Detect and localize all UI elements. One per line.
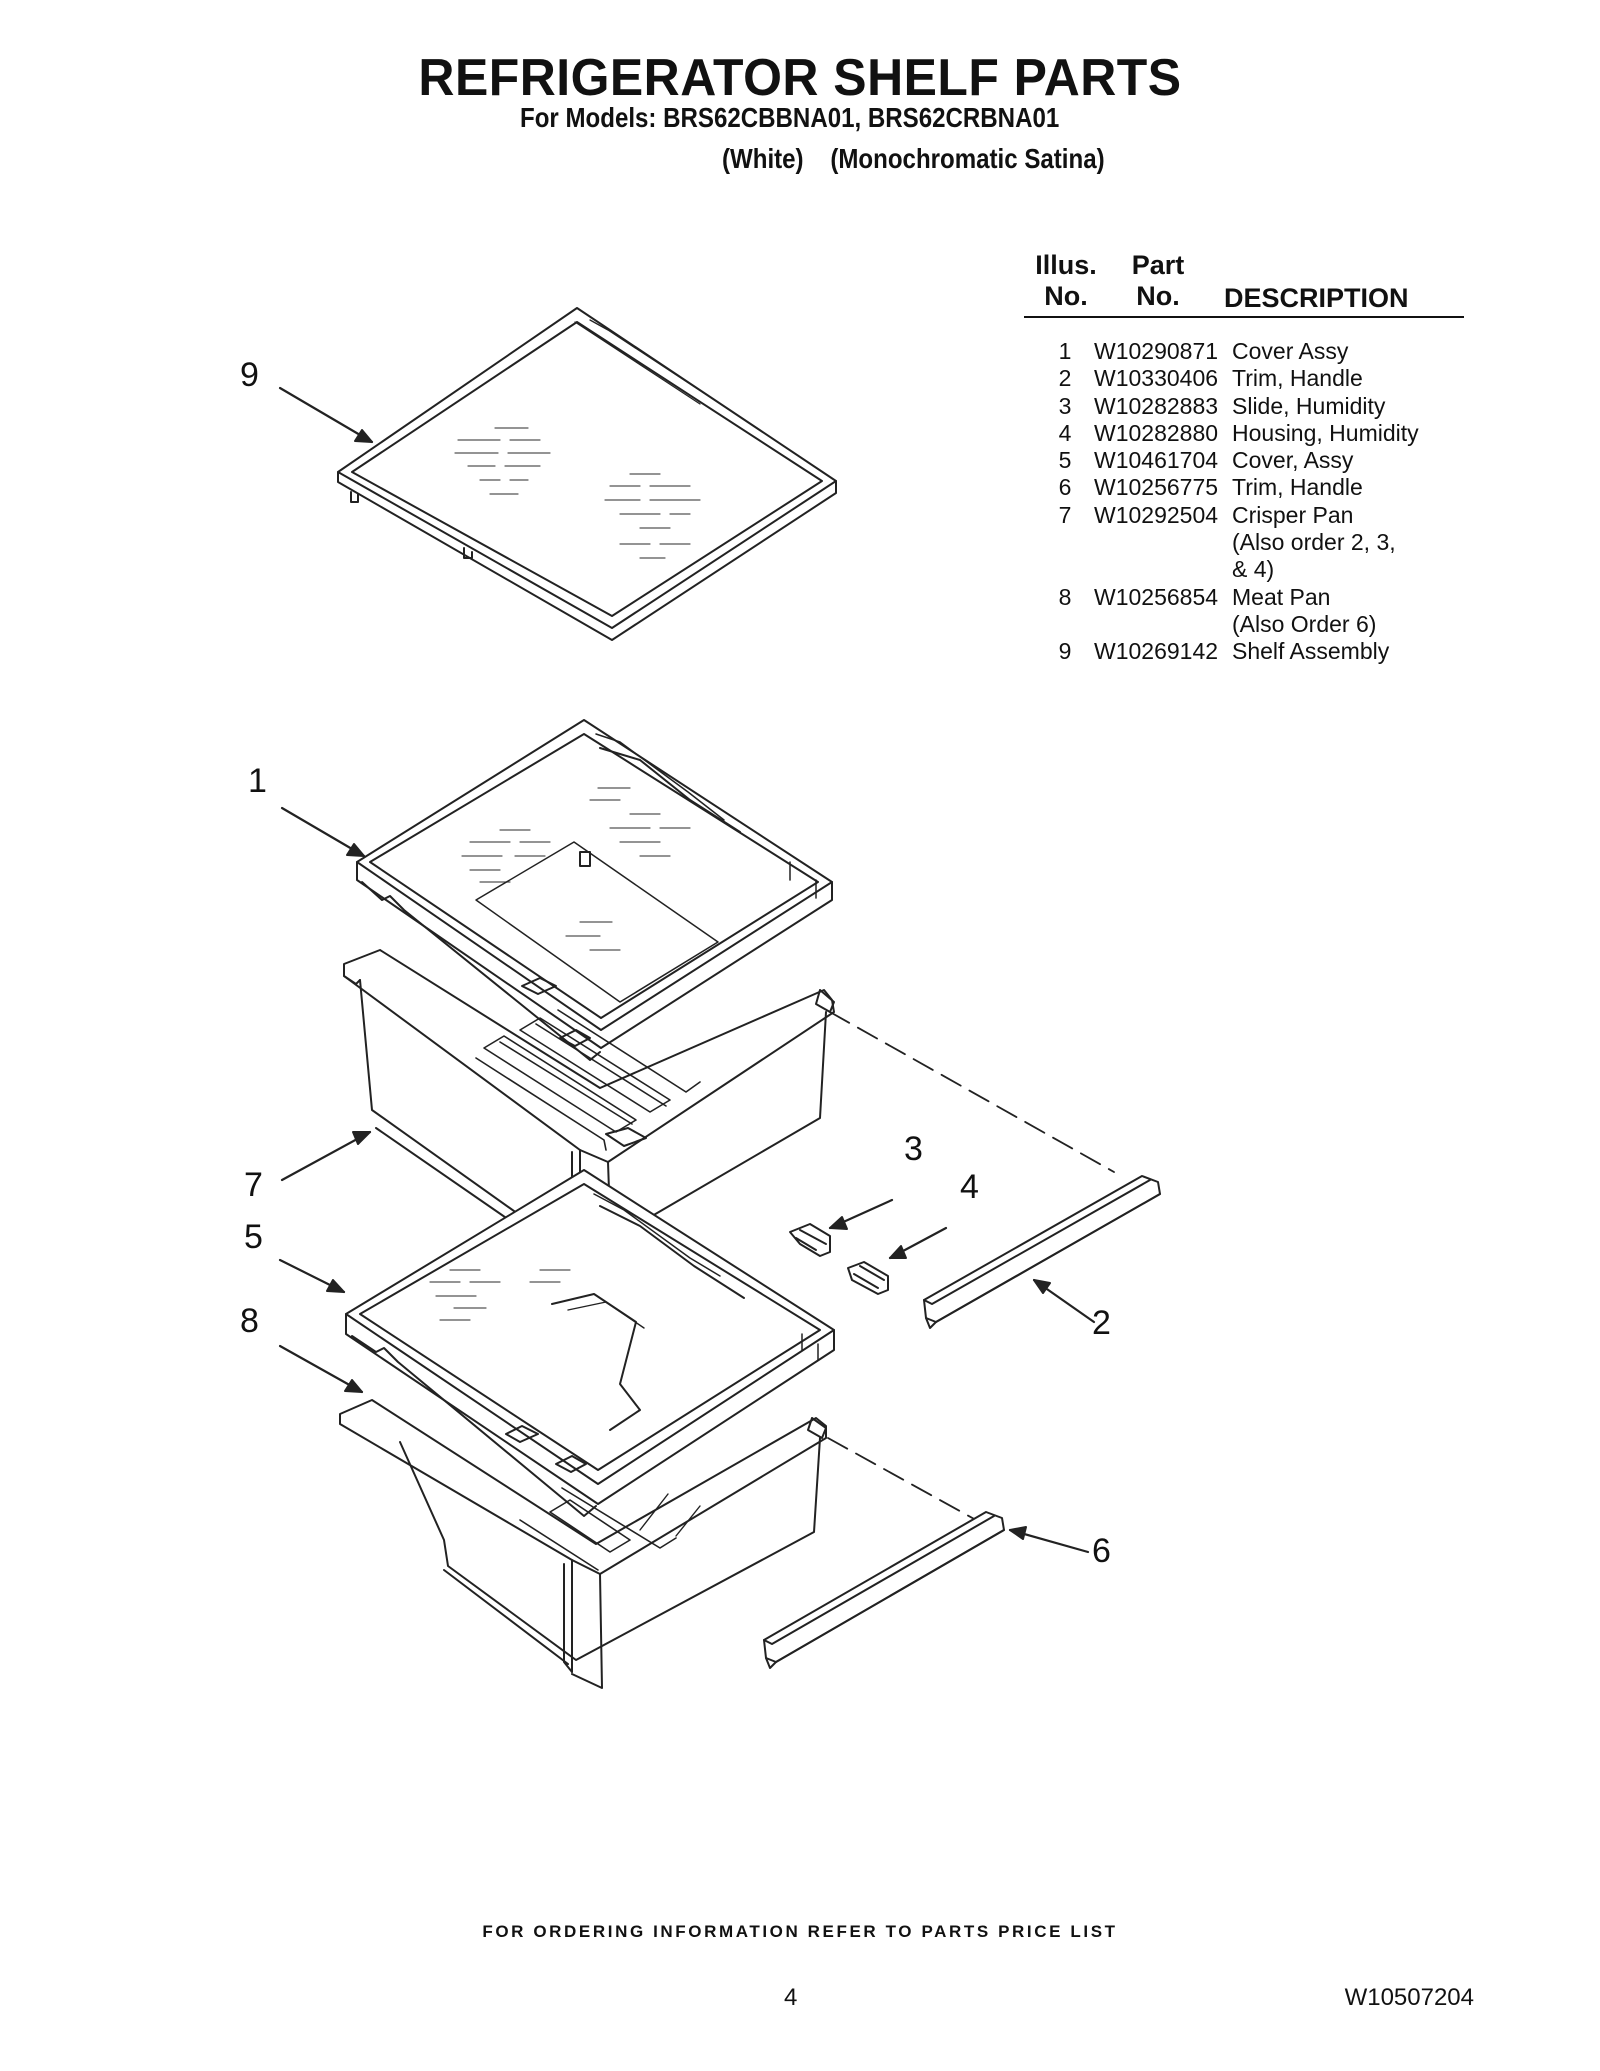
- shelf-assembly-drawing: [337, 307, 837, 641]
- part-number: W10290871: [1094, 338, 1219, 364]
- leader-trim-2: [829, 1011, 1115, 1173]
- col-illus-no: Illus. No.: [1026, 250, 1106, 312]
- variants-line: (White) (Monochromatic Satina): [722, 143, 1105, 175]
- illus-number: 2: [1058, 365, 1072, 392]
- illus-number: 8: [1058, 583, 1072, 610]
- illus-number: 6: [1058, 474, 1072, 501]
- callout-4: 4: [960, 1168, 979, 1206]
- part-description: Cover Assy: [1232, 338, 1464, 365]
- description-line: & 4): [1232, 556, 1275, 583]
- illus-number: 7: [1058, 501, 1072, 528]
- callout-6: 6: [1092, 1532, 1111, 1570]
- table-row: 5 W10461704 Cover, Assy: [1024, 447, 1464, 474]
- table-row: 8 W10256854 Meat Pan(Also Order 6): [1024, 584, 1464, 639]
- col-part-line2: No.: [1136, 281, 1180, 311]
- parts-table-header: Illus. No. Part No. DESCRIPTION: [1024, 250, 1464, 318]
- part-description: Housing, Humidity: [1232, 420, 1464, 447]
- table-row: 3 W10282883 Slide, Humidity: [1024, 393, 1464, 420]
- trim-handle-2-drawing: [923, 1175, 1161, 1329]
- part-description: Cover, Assy: [1232, 447, 1464, 474]
- page-title: REFRIGERATOR SHELF PARTS: [418, 49, 1182, 107]
- exploded-diagram: 9 1 3 4 7 5 8 2 6: [240, 307, 1161, 1689]
- illus-number: 1: [1058, 338, 1072, 364]
- description-line: Trim, Handle: [1232, 365, 1363, 392]
- description-line: Meat Pan: [1232, 583, 1331, 610]
- callout-8: 8: [240, 1302, 259, 1340]
- callout-2: 2: [1092, 1304, 1111, 1342]
- description-line: Housing, Humidity: [1232, 419, 1419, 446]
- table-row: 7 W10292504 Crisper Pan(Also order 2, 3,& …: [1024, 502, 1464, 584]
- description-line: Cover, Assy: [1232, 447, 1354, 474]
- part-number: W10461704: [1094, 447, 1219, 474]
- part-number: W10292504: [1094, 501, 1219, 528]
- parts-table: Illus. No. Part No. DESCRIPTION 1 W102908…: [1024, 250, 1464, 664]
- part-number: W10282880: [1094, 419, 1219, 446]
- callout-5: 5: [244, 1218, 263, 1256]
- description-line: (Also Order 6): [1232, 610, 1377, 637]
- meat-pan-drawing: [339, 1399, 827, 1689]
- leader-trim-6: [827, 1437, 977, 1521]
- callout-7: 7: [244, 1166, 263, 1204]
- part-description: Trim, Handle: [1232, 365, 1464, 392]
- part-number: W10282883: [1094, 392, 1219, 419]
- part-description: Crisper Pan(Also order 2, 3,& 4): [1232, 502, 1464, 584]
- models-line: For Models: BRS62CBBNA01, BRS62CRBNA01: [520, 102, 1060, 133]
- col-illus-line2: No.: [1044, 281, 1088, 311]
- part-number: W10330406: [1094, 365, 1219, 392]
- col-part-line1: Part: [1131, 250, 1185, 280]
- ordering-note: FOR ORDERING INFORMATION REFER TO PARTS …: [482, 1922, 1118, 1941]
- page-number: 4: [784, 1984, 798, 2011]
- table-row: 6 W10256775 Trim, Handle: [1024, 474, 1464, 501]
- table-row: 9 W10269142 Shelf Assembly: [1024, 638, 1464, 665]
- document-number: W10507204: [1344, 1984, 1474, 2011]
- part-description: Trim, Handle: [1232, 474, 1464, 501]
- trim-handle-6-drawing: [763, 1511, 1005, 1669]
- description-line: (Also order 2, 3,: [1232, 529, 1396, 556]
- description-line: Shelf Assembly: [1232, 638, 1390, 665]
- part-number: W10269142: [1094, 638, 1219, 665]
- part-description: Shelf Assembly: [1232, 638, 1464, 665]
- description-line: Trim, Handle: [1232, 474, 1363, 501]
- variant-white: (White): [722, 143, 804, 174]
- callout-3: 3: [904, 1130, 923, 1168]
- table-row: 2 W10330406 Trim, Handle: [1024, 365, 1464, 392]
- col-part-no: Part No.: [1112, 250, 1204, 312]
- description-line: Cover Assy: [1232, 338, 1349, 364]
- part-description: Meat Pan(Also Order 6): [1232, 584, 1464, 639]
- description-line: Crisper Pan: [1232, 501, 1354, 528]
- col-description: DESCRIPTION: [1224, 283, 1409, 313]
- cover-assy-upper-drawing: [356, 719, 833, 1061]
- col-illus-line1: Illus.: [1035, 250, 1097, 280]
- part-description: Slide, Humidity: [1232, 393, 1464, 420]
- illus-number: 3: [1058, 392, 1072, 419]
- illus-number: 9: [1058, 638, 1072, 665]
- humidity-slide-3-drawing: [789, 1223, 831, 1257]
- variant-satina: (Monochromatic Satina): [830, 143, 1105, 174]
- illus-number: 5: [1058, 447, 1072, 474]
- table-row: 1 W10290871 Cover Assy: [1024, 338, 1464, 365]
- humidity-housing-4-drawing: [847, 1261, 889, 1295]
- part-number: W10256775: [1094, 474, 1219, 501]
- illus-number: 4: [1058, 419, 1072, 446]
- table-row: 4 W10282880 Housing, Humidity: [1024, 420, 1464, 447]
- cover-assy-lower-drawing: [345, 1169, 835, 1517]
- description-line: Slide, Humidity: [1232, 392, 1386, 419]
- callout-9: 9: [240, 356, 259, 394]
- arrow-9: [278, 386, 374, 444]
- callout-1: 1: [248, 762, 267, 800]
- part-number: W10256854: [1094, 583, 1219, 610]
